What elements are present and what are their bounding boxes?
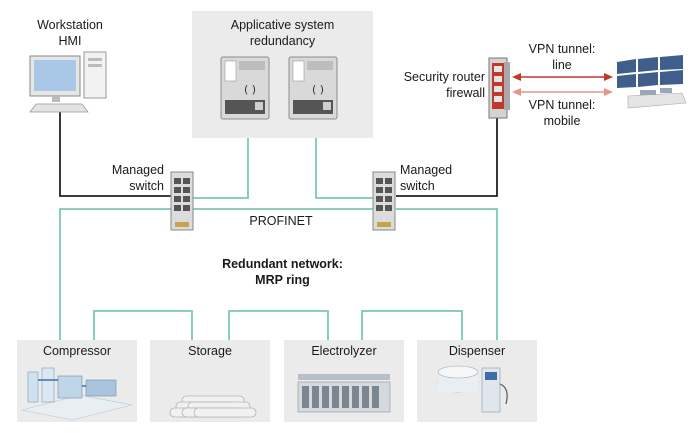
compressor-icon xyxy=(21,367,133,421)
workstation-icon xyxy=(29,51,107,113)
station-label-storage: Storage xyxy=(188,344,232,358)
vpn-line-label: VPN tunnel:line xyxy=(528,42,596,72)
station-label-dispenser: Dispenser xyxy=(448,344,506,358)
managed-switch-right-icon xyxy=(372,171,396,231)
control-room-icon xyxy=(617,55,687,109)
vpn-line-arrow xyxy=(512,73,613,81)
controller-a-icon: ( ) xyxy=(220,56,270,120)
vpn-mobile-arrow xyxy=(512,88,613,96)
managed-switch-left-icon xyxy=(170,171,194,231)
station-label-electrolyzer: Electrolyzer xyxy=(311,344,377,358)
station-label-compressor: Compressor xyxy=(42,344,112,358)
network-label: Redundant network:MRP ring xyxy=(222,257,343,287)
uplink-lines xyxy=(59,112,498,197)
security-router-icon xyxy=(488,57,510,119)
storage-icon xyxy=(169,395,257,418)
electrolyzer-icon xyxy=(297,374,391,413)
svg-text:( ): ( ) xyxy=(312,83,324,96)
mrp-ring-lines xyxy=(59,138,498,340)
vpn-mobile-label: VPN tunnel:mobile xyxy=(528,98,596,128)
profinet-label: PROFINET xyxy=(249,214,313,228)
dispenser-icon xyxy=(437,365,508,413)
controller-b-icon: ( ) xyxy=(288,56,338,120)
svg-text:( ): ( ) xyxy=(244,83,256,96)
